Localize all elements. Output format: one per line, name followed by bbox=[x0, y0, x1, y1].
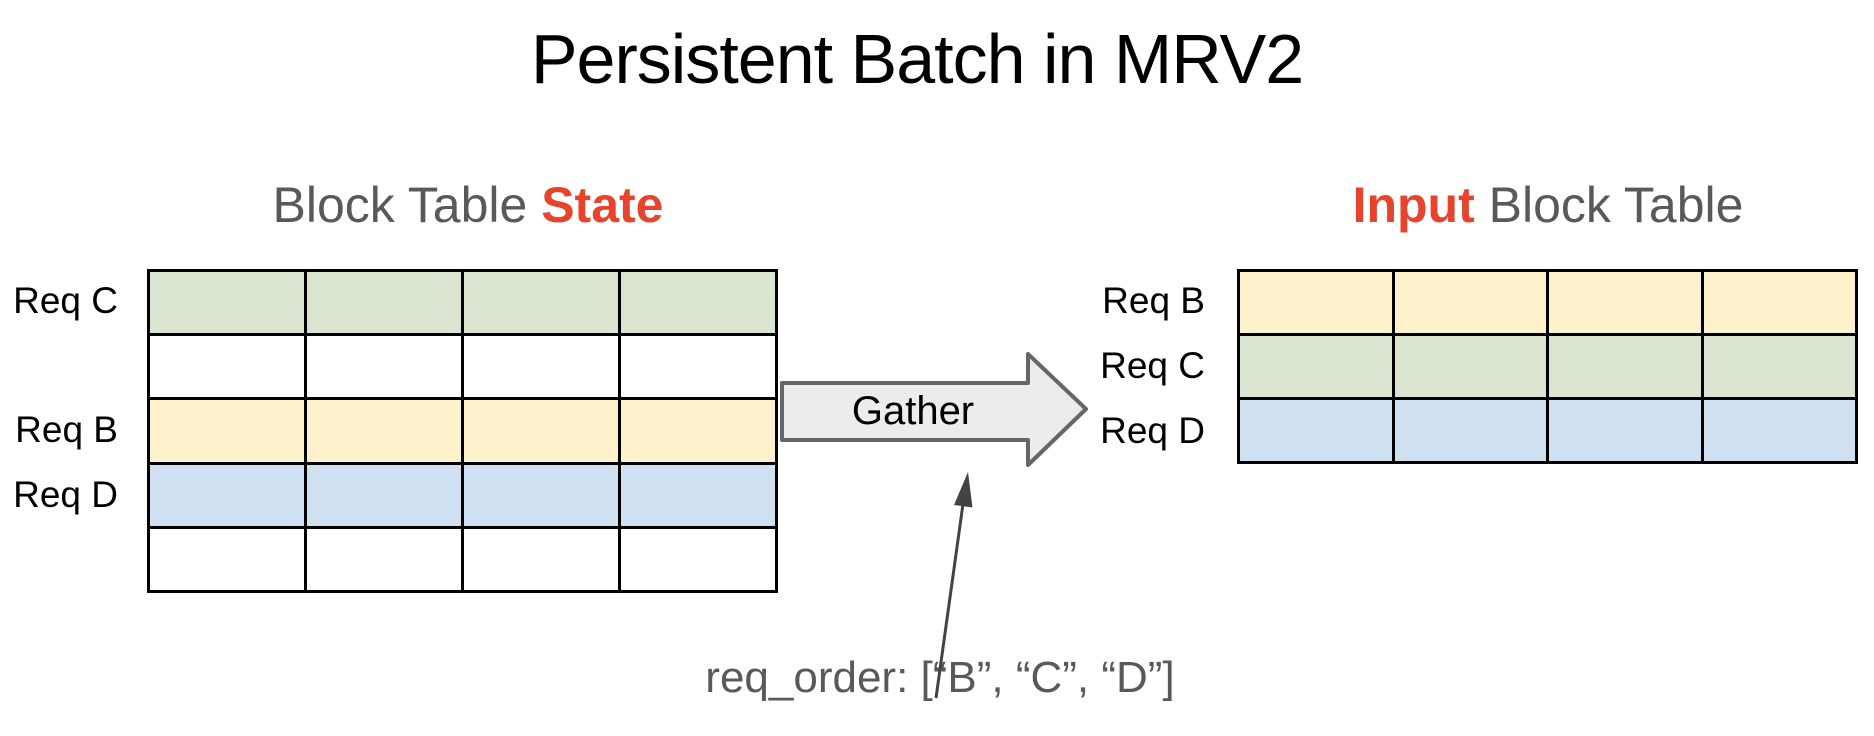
block-cell-blue bbox=[1703, 400, 1855, 461]
block-cell-green bbox=[1703, 336, 1855, 397]
block-cell-white bbox=[621, 336, 775, 398]
gather-arrow-label: Gather bbox=[851, 389, 975, 433]
input-table-title-plain: Block Table bbox=[1474, 177, 1744, 233]
input-row-label-req-d: Req D bbox=[1100, 410, 1205, 451]
annotation-arrowhead bbox=[954, 472, 973, 508]
block-cell-blue bbox=[621, 464, 775, 526]
state-table-title-accent: State bbox=[541, 177, 664, 233]
block-cell-green bbox=[1394, 336, 1546, 397]
input-row-label-req-b: Req B bbox=[1102, 280, 1205, 321]
block-cell-white bbox=[464, 336, 618, 398]
block-cell-green bbox=[621, 272, 775, 334]
block-cell-yellow bbox=[150, 400, 304, 462]
block-cell-green bbox=[307, 272, 461, 334]
block-cell-yellow bbox=[1703, 272, 1855, 333]
block-cell-green bbox=[1240, 336, 1392, 397]
gather-arrow-shape bbox=[780, 352, 1088, 467]
block-cell-yellow bbox=[1394, 272, 1546, 333]
block-cell-yellow bbox=[621, 400, 775, 462]
gather-arrow bbox=[780, 352, 1088, 467]
block-cell-yellow bbox=[1549, 272, 1701, 333]
block-cell-green bbox=[150, 272, 304, 334]
input-row-label-req-c: Req C bbox=[1100, 345, 1205, 386]
slide-title: Persistent Batch in MRV2 bbox=[530, 20, 1304, 98]
block-cell-blue bbox=[464, 464, 618, 526]
input-block-table bbox=[1237, 269, 1858, 464]
input-table-title-accent: Input bbox=[1352, 177, 1475, 233]
state-row-label-req-c: Req C bbox=[13, 280, 118, 321]
annotation-arrow-line bbox=[934, 503, 965, 699]
block-cell-blue bbox=[1549, 400, 1701, 461]
state-table-title: Block Table State bbox=[140, 180, 796, 230]
block-cell-blue bbox=[1240, 400, 1392, 461]
block-cell-blue bbox=[150, 464, 304, 526]
block-cell-blue bbox=[1394, 400, 1546, 461]
input-table-title: Input Block Table bbox=[1233, 180, 1863, 230]
block-cell-white bbox=[307, 528, 461, 590]
state-table-title-plain: Block Table bbox=[272, 177, 542, 233]
block-cell-white bbox=[150, 336, 304, 398]
block-cell-white bbox=[621, 528, 775, 590]
block-cell-yellow bbox=[307, 400, 461, 462]
block-cell-green bbox=[464, 272, 618, 334]
block-cell-green bbox=[1549, 336, 1701, 397]
state-block-table bbox=[147, 269, 778, 593]
block-cell-yellow bbox=[1240, 272, 1392, 333]
annotation-arrow bbox=[934, 472, 973, 699]
block-cell-white bbox=[150, 528, 304, 590]
block-cell-white bbox=[464, 528, 618, 590]
block-cell-white bbox=[307, 336, 461, 398]
state-row-label-req-b: Req B bbox=[15, 409, 118, 450]
block-cell-blue bbox=[307, 464, 461, 526]
block-cell-yellow bbox=[464, 400, 618, 462]
state-row-label-req-d: Req D bbox=[13, 474, 118, 515]
req-order-annotation: req_order: [“B”, “C”, “D”] bbox=[705, 653, 1175, 702]
